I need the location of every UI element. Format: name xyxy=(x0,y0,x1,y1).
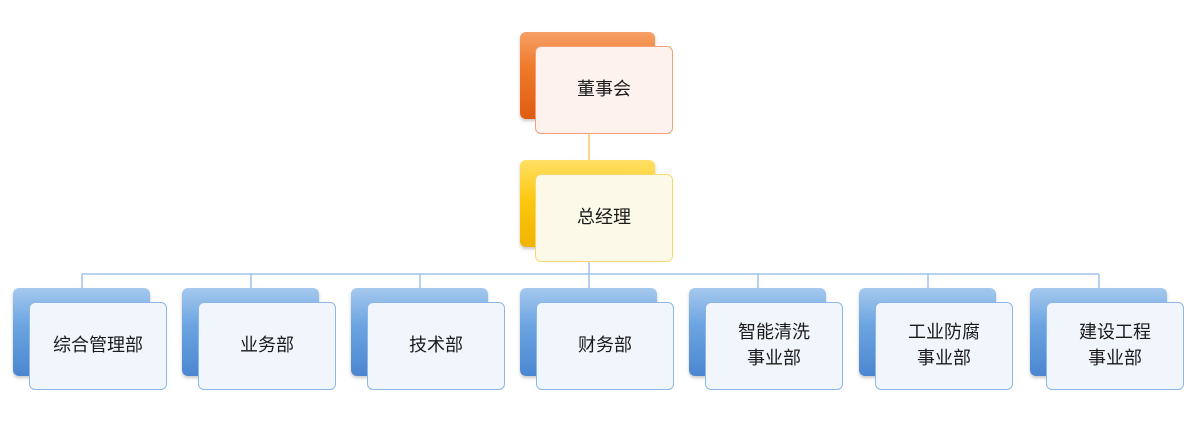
node-general-manager-label: 总经理 xyxy=(535,174,673,262)
node-general-manager: 总经理 xyxy=(520,160,673,262)
node-dept-label: 工业防腐 事业部 xyxy=(875,302,1013,390)
node-dept-smart-cleaning: 智能清洗 事业部 xyxy=(689,288,843,390)
node-dept-label: 智能清洗 事业部 xyxy=(705,302,843,390)
node-dept-label: 财务部 xyxy=(536,302,674,390)
node-dept-technology: 技术部 xyxy=(351,288,505,390)
node-dept-finance: 财务部 xyxy=(520,288,674,390)
node-board-label: 董事会 xyxy=(535,46,673,134)
node-dept-label: 综合管理部 xyxy=(29,302,167,390)
node-dept-label: 建设工程 事业部 xyxy=(1046,302,1184,390)
node-dept-business: 业务部 xyxy=(182,288,336,390)
node-dept-label: 技术部 xyxy=(367,302,505,390)
node-dept-construction-engineering: 建设工程 事业部 xyxy=(1030,288,1184,390)
node-board: 董事会 xyxy=(520,32,673,134)
node-dept-industrial-anticorrosion: 工业防腐 事业部 xyxy=(859,288,1013,390)
node-dept-label: 业务部 xyxy=(198,302,336,390)
node-dept-general-management: 综合管理部 xyxy=(13,288,167,390)
